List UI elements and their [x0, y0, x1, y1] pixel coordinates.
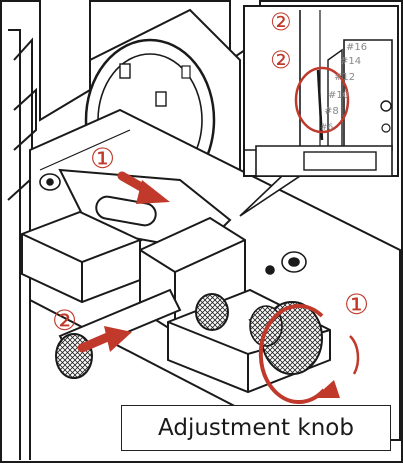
- callout-adjustment-knob: Adjustment knob: [121, 405, 391, 451]
- scale-label: #14: [340, 56, 361, 67]
- push-arrow-one: [117, 171, 170, 204]
- inset-highlight-circle: [294, 66, 350, 134]
- rod-knob[interactable]: [55, 333, 93, 379]
- push-arrow-two: [77, 326, 132, 353]
- inset-view: [239, 5, 399, 217]
- scale-label: #8: [324, 106, 339, 117]
- marker-inset-second: ②: [270, 46, 292, 74]
- mount-pin: [119, 63, 131, 79]
- scale-label: #6: [320, 123, 334, 133]
- marker-arrow-two: ②: [52, 304, 77, 337]
- mount-pin: [181, 65, 191, 79]
- marker-knob: ①: [344, 288, 369, 321]
- marker-arrow-one: ①: [90, 142, 115, 175]
- rotation-arrow-head: [314, 380, 340, 398]
- small-knob[interactable]: [195, 293, 229, 331]
- rotation-arrow: [258, 304, 360, 405]
- marker-inset-top: ②: [270, 8, 292, 36]
- mount-pin: [155, 91, 167, 107]
- scale-label: #10: [328, 90, 349, 101]
- scale-label: #12: [334, 72, 355, 83]
- left-block: [21, 210, 141, 304]
- scale-label: #16: [346, 42, 367, 53]
